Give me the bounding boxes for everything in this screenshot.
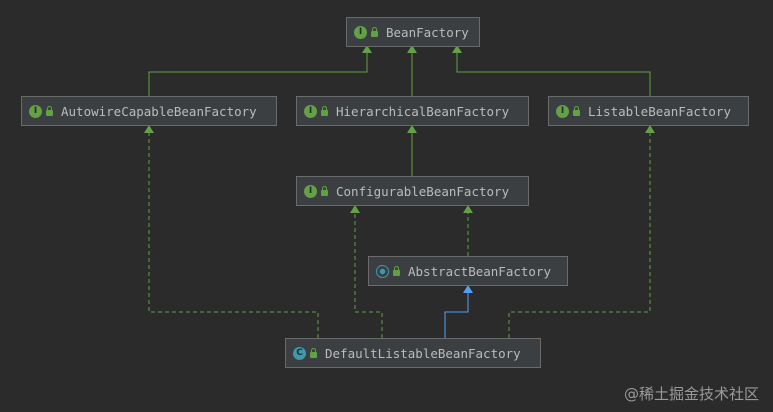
abstract-class-icon [376,264,389,278]
node-label: HierarchicalBeanFactory [336,103,510,119]
node-configurable-bean-factory[interactable]: I ConfigurableBeanFactory [296,176,529,206]
node-abstract-bean-factory[interactable]: AbstractBeanFactory [368,256,568,286]
watermark: @稀土掘金技术社区 [623,385,759,403]
node-label: BeanFactory [386,24,469,40]
lock-icon [46,105,53,116]
interface-icon: I [354,25,367,39]
arrowhead-abstract [463,285,473,293]
node-label: AutowireCapableBeanFactory [61,103,257,119]
lock-icon [573,105,580,116]
node-label: AbstractBeanFactory [408,263,551,279]
arrowhead-beanfactory-middle [407,45,417,53]
lock-icon [371,26,378,37]
node-label: ListableBeanFactory [588,103,731,119]
arrowhead-beanfactory-right [452,45,462,53]
node-default-listable-bean-factory[interactable]: C DefaultListableBeanFactory [285,338,541,368]
edge-autowire-to-beanfactory [148,52,368,96]
lock-icon [321,105,328,116]
arrowhead-hierarchical [407,125,417,133]
edge-default-to-autowire [148,132,319,338]
node-label: DefaultListableBeanFactory [325,345,521,361]
edge-listable-to-beanfactory [456,52,651,96]
node-autowire-capable-bean-factory[interactable]: I AutowireCapableBeanFactory [21,96,277,126]
edge-default-to-abstract [444,292,469,338]
lock-icon [321,185,328,196]
interface-icon: I [556,104,569,118]
node-listable-bean-factory[interactable]: I ListableBeanFactory [548,96,749,126]
arrowhead-beanfactory-left [362,45,372,53]
interface-icon: I [304,184,317,198]
class-icon: C [293,346,306,360]
edge-default-to-listable [508,132,651,338]
interface-icon: I [29,104,42,118]
lock-icon [393,265,400,276]
node-label: ConfigurableBeanFactory [336,183,510,199]
node-bean-factory[interactable]: I BeanFactory [346,17,480,47]
node-hierarchical-bean-factory[interactable]: I HierarchicalBeanFactory [296,96,529,126]
arrowhead-autowire [144,125,154,133]
lock-icon [310,347,317,358]
arrowhead-configurable-right [463,205,473,213]
interface-icon: I [304,104,317,118]
arrowhead-configurable-left [350,205,360,213]
arrowhead-listable [645,125,655,133]
